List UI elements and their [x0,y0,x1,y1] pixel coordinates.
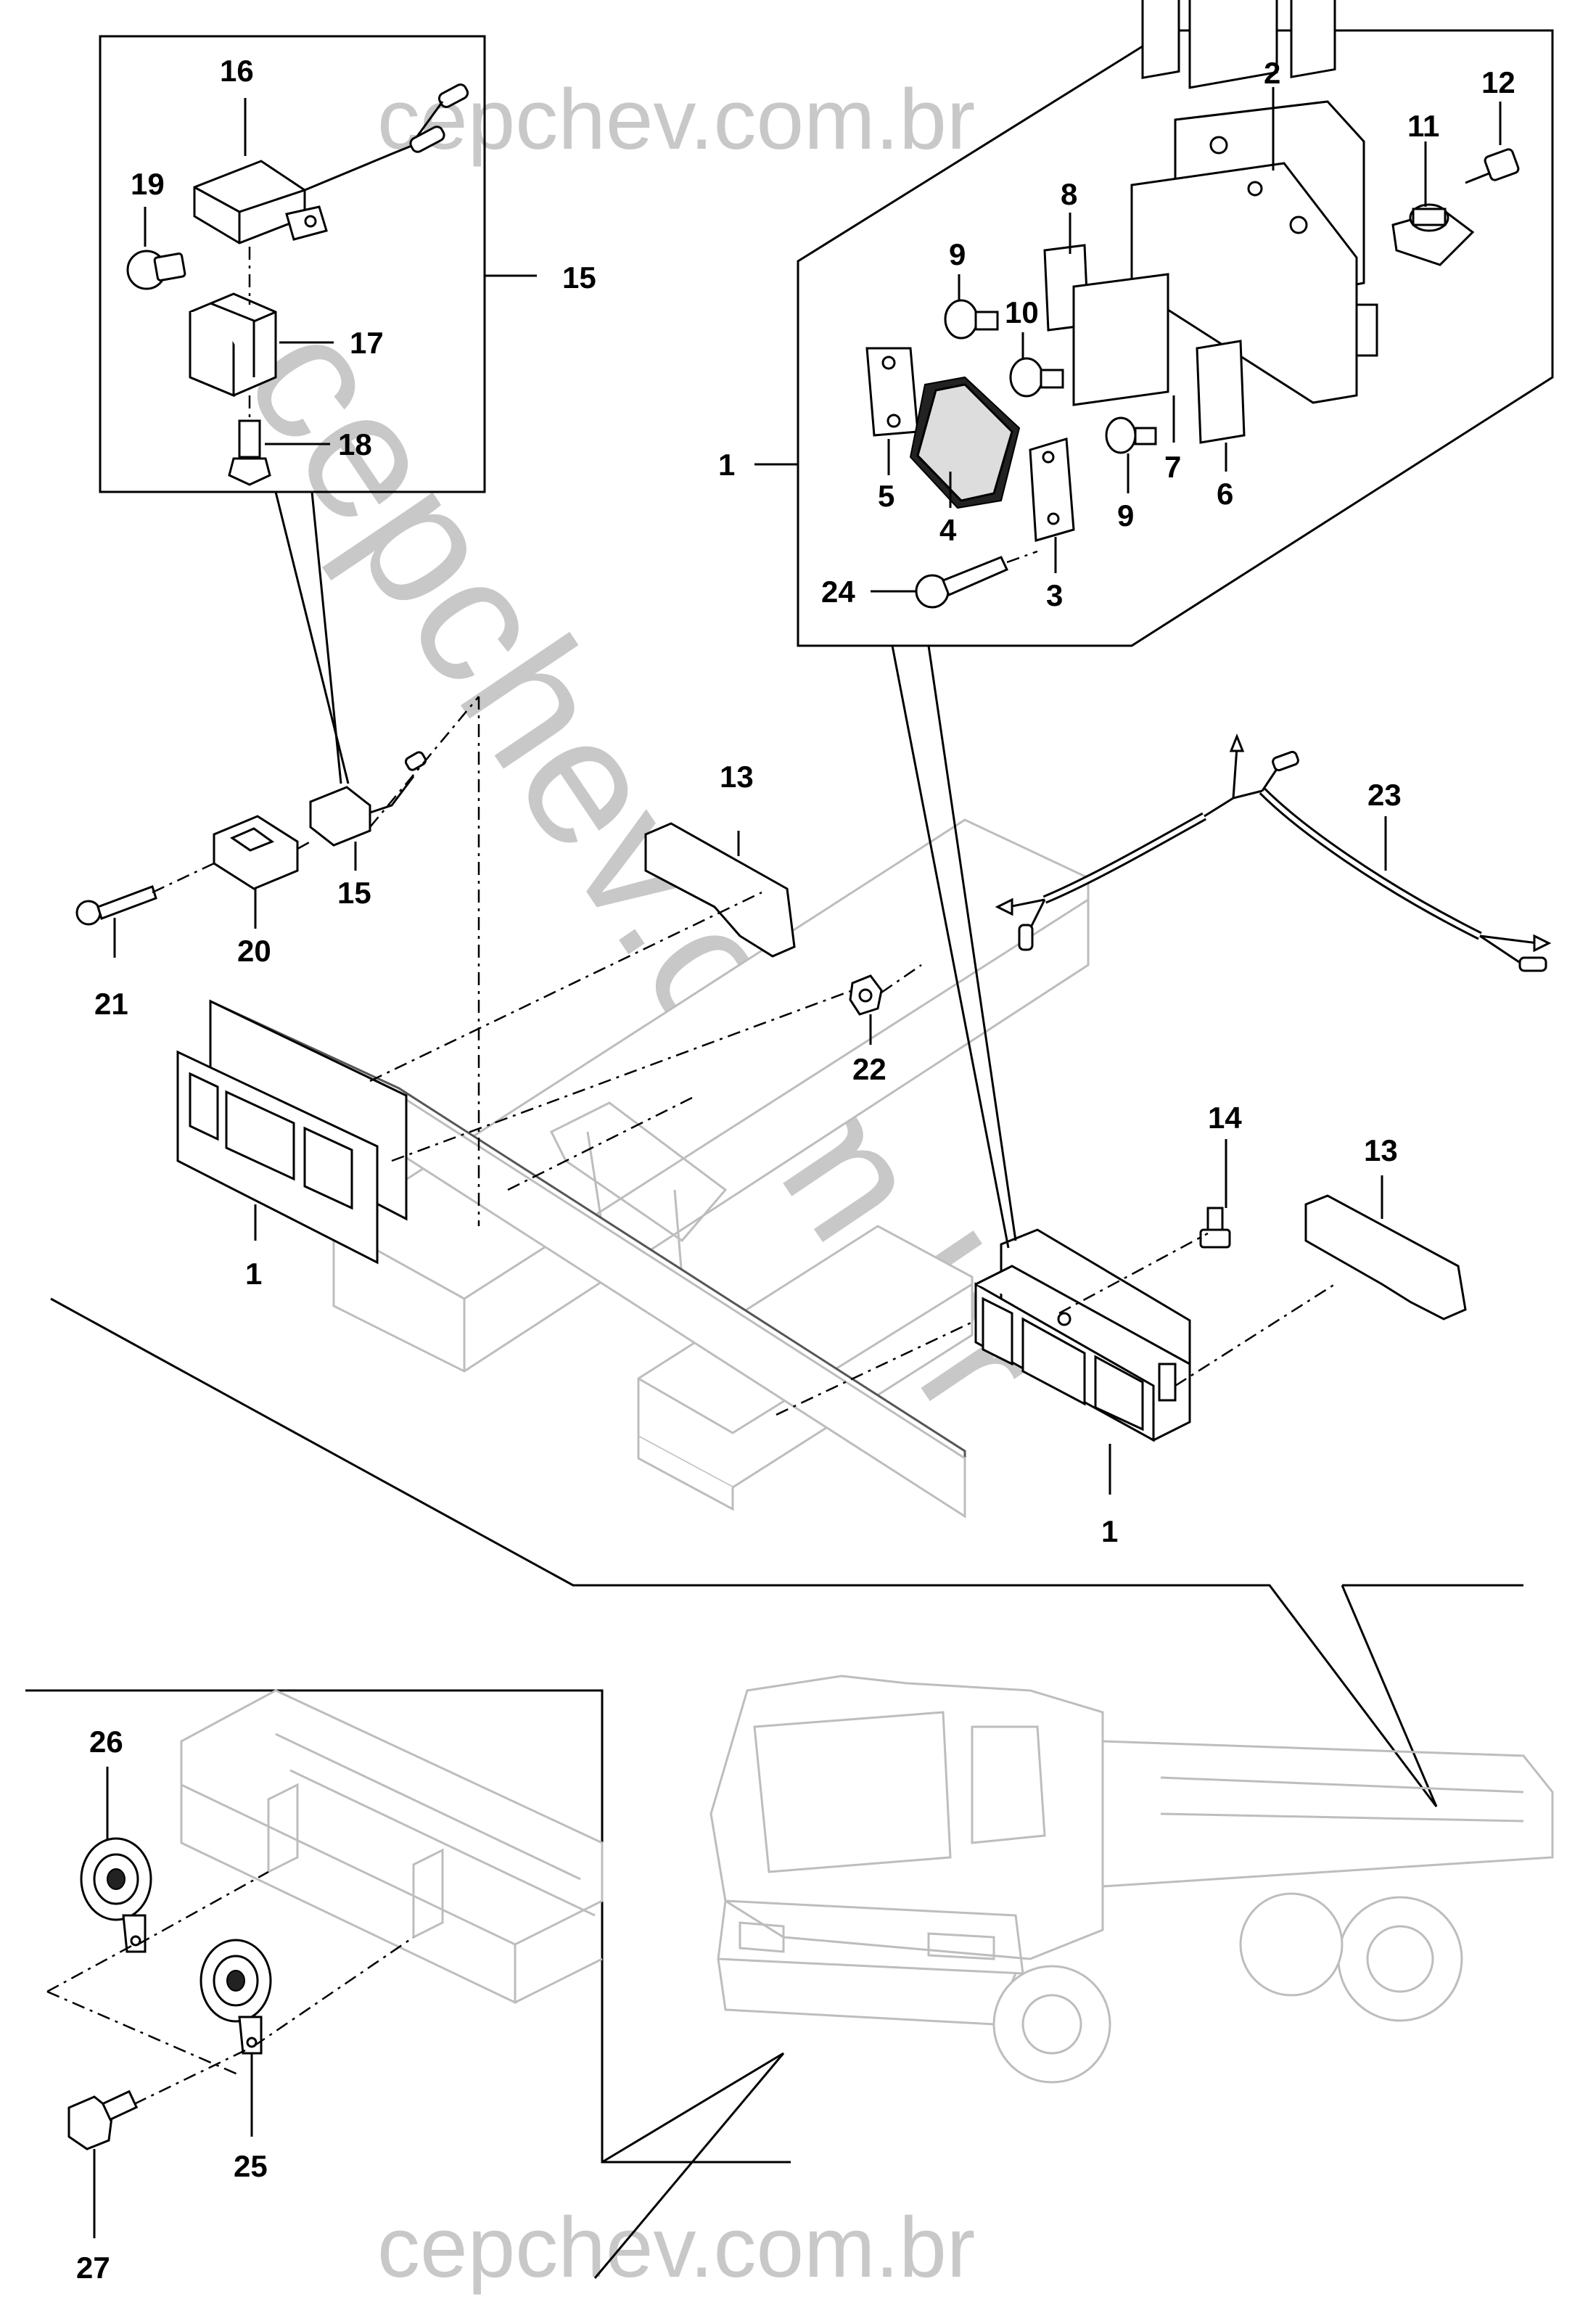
callout-1-right: 1 [1101,1514,1118,1548]
callout-16: 16 [220,54,254,88]
callout-2: 2 [1264,56,1280,90]
lamp-inset [754,0,1554,647]
detail-boundary [50,1297,1438,1807]
nut-22-part [849,974,883,1016]
assembly-lines [152,696,1336,1416]
lens-3-part [1029,437,1075,542]
screw-24-part [915,550,1038,609]
screw-21-part [75,885,157,926]
screw-12-part [1465,148,1520,184]
callout-24: 24 [821,575,855,609]
bracket-17-part [189,292,277,398]
lamp-right-part [974,1228,1191,1442]
callout-labels: 16 19 17 18 15 2 12 11 8 9 10 1 5 4 9 7 … [76,54,1515,2285]
callout-6: 6 [1217,477,1233,511]
bolt-27-part [67,2090,139,2150]
callout-4: 4 [939,513,957,547]
callout-15-main: 15 [337,876,371,910]
callout-27: 27 [76,2251,110,2285]
callout-7: 7 [1164,450,1181,484]
relay-inset [99,35,537,493]
callout-18: 18 [338,427,372,461]
callout-10: 10 [1005,295,1039,329]
bulb-10-part [1009,357,1064,398]
callout-21: 21 [94,987,128,1021]
callout-1-left: 1 [245,1257,262,1291]
truck-illustration [709,1675,1554,2084]
main-assembly [75,491,1552,1519]
callout-13-right: 13 [1364,1133,1398,1167]
gasket-6-part [1196,340,1246,444]
callout-leaders [93,87,1502,2238]
horn-25-part [200,1939,272,2055]
callout-5: 5 [878,479,894,513]
watermark-top: cepchev.com.br [377,72,975,168]
horn-26-part [80,1837,152,1953]
screw-18-part [228,419,271,486]
relay-cover-20-part [213,815,299,890]
callout-22: 22 [852,1052,887,1086]
lamp-left-part [176,999,408,1265]
callout-23: 23 [1367,778,1402,812]
callout-13-left: 13 [720,760,754,794]
bulb-9-top-part [944,299,999,340]
relay-inset-frame [99,35,486,493]
screw-14-part [1199,1207,1231,1249]
callout-14: 14 [1208,1101,1242,1135]
callout-20: 20 [237,934,271,968]
callout-1-inset: 1 [718,448,735,482]
harness-23-part [995,733,1552,972]
lens-7-part [1072,273,1169,406]
horn-detail [25,1689,791,2279]
lamp-housing-2-part [1130,0,1378,404]
relay-15-part [309,751,427,847]
bulb-19-part [126,250,186,290]
bulb-9-bottom-part [1105,416,1157,454]
cover-13-right-part [1304,1194,1467,1320]
callout-26: 26 [89,1725,123,1759]
callout-25: 25 [234,2149,268,2183]
cover-13-left-part [644,822,796,958]
relay-part [193,83,469,245]
socket-11-part [1391,203,1475,266]
callout-3: 3 [1046,578,1063,612]
callout-9-bottom: 9 [1117,498,1134,533]
callout-11: 11 [1407,109,1439,143]
callout-8: 8 [1061,177,1077,211]
callout-17: 17 [350,326,384,360]
lens-4-part [909,376,1021,509]
callout-19: 19 [131,167,165,201]
callout-9-top: 9 [949,237,966,271]
callout-12: 12 [1481,65,1515,99]
watermark-bottom: cepchev.com.br [377,2200,975,2296]
lens-5-part [865,347,919,437]
callout-15-inset: 15 [562,260,596,295]
